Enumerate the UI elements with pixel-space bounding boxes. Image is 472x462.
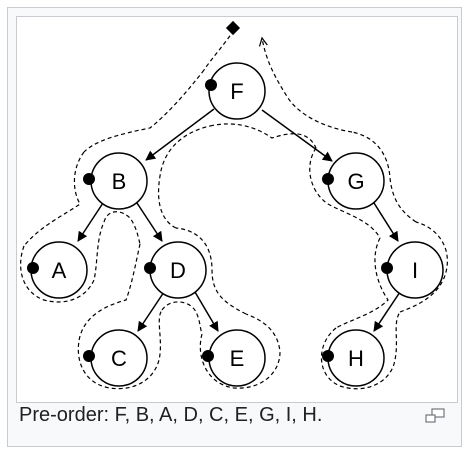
figure-caption: Pre-order: F, B, A, D, C, E, G, I, H. xyxy=(19,404,323,426)
edge-f-g xyxy=(261,109,333,162)
contour-b-under xyxy=(103,211,141,245)
edge-i-h xyxy=(373,291,401,332)
contour-d-left xyxy=(79,243,141,337)
node-e: E xyxy=(208,329,266,387)
visit-dot-g xyxy=(322,173,334,185)
edge-b-d xyxy=(136,202,163,242)
visit-dot-c xyxy=(83,350,95,362)
node-label: G xyxy=(347,169,364,194)
contour-i-left xyxy=(335,237,389,329)
edge-d-c xyxy=(137,291,165,332)
edge-d-e xyxy=(194,291,219,332)
node-label: E xyxy=(230,346,245,371)
start-marker xyxy=(225,20,241,36)
edge-f-b xyxy=(145,108,215,161)
node-label: C xyxy=(111,346,127,371)
visit-dot-d xyxy=(144,262,156,274)
node-label: F xyxy=(230,79,243,104)
contour-b-left xyxy=(23,151,85,247)
edge-b-a xyxy=(77,202,104,242)
node-label: B xyxy=(112,169,127,194)
node-label: D xyxy=(170,258,186,283)
contour-h xyxy=(320,311,401,390)
visit-markers xyxy=(27,79,393,362)
contour-b-right xyxy=(157,125,211,229)
visit-dot-h xyxy=(322,350,334,362)
contour-f-under xyxy=(209,123,317,149)
tree-edges xyxy=(77,108,401,332)
traversal-contour xyxy=(20,29,448,390)
node-c: C xyxy=(90,329,148,387)
contour-a xyxy=(20,221,105,303)
contour-c xyxy=(77,309,163,390)
contour-i-right xyxy=(399,221,448,313)
contour-g-right xyxy=(351,131,417,223)
node-label: A xyxy=(52,258,67,283)
node-label: H xyxy=(348,346,364,371)
visit-dot-e xyxy=(202,350,214,362)
node-b: B xyxy=(90,152,148,210)
tree-nodes: F B G A D I C E xyxy=(30,62,444,387)
contour-d-right xyxy=(175,227,247,315)
contour-g-left xyxy=(309,147,381,239)
visit-dot-f xyxy=(205,79,217,91)
edge-g-i xyxy=(373,202,399,242)
node-label: I xyxy=(412,258,418,283)
contour-e xyxy=(199,313,281,389)
node-a: A xyxy=(30,241,88,299)
node-f: F xyxy=(208,62,266,120)
magnify-clip-icon[interactable] xyxy=(424,408,446,424)
visit-dot-i xyxy=(381,262,393,274)
node-h: H xyxy=(327,329,385,387)
visit-dot-a xyxy=(27,262,39,274)
contour-d-under xyxy=(161,301,203,335)
contour-f-left xyxy=(83,69,205,153)
visit-dot-b xyxy=(83,173,95,185)
node-i: I xyxy=(386,241,444,299)
node-d: D xyxy=(149,241,207,299)
contour-exit xyxy=(262,38,353,133)
node-g: G xyxy=(327,152,385,210)
